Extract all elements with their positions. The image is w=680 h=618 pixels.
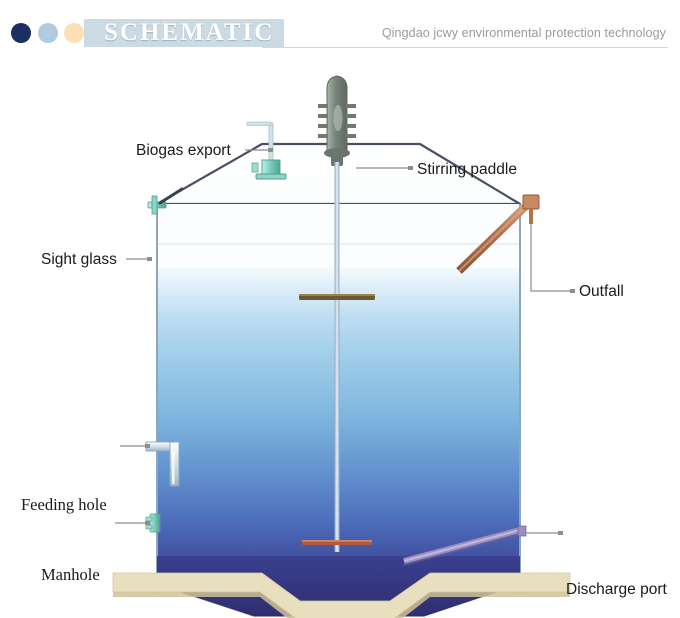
schematic-diagram: Biogas export Stirring paddle Sight glas… <box>0 56 680 618</box>
page-header: SCHEMATIC Qingdao jcwy environmental pro… <box>0 0 680 56</box>
sight-glass-fitting <box>147 187 184 215</box>
header-divider <box>262 47 668 48</box>
stirrer-blade-upper <box>299 294 375 300</box>
leader-lines <box>115 149 574 534</box>
stirring-paddle-motor <box>318 75 356 166</box>
base-platform <box>112 572 571 618</box>
label-biogas-export: Biogas export <box>136 142 231 159</box>
label-manhole: Manhole <box>41 565 100 584</box>
header-dot-navy <box>11 23 31 43</box>
label-stirring-paddle: Stirring paddle <box>417 161 517 178</box>
label-outfall: Outfall <box>579 283 624 300</box>
discharge-port-pipe <box>403 525 527 566</box>
label-feeding-hole: Feeding hole <box>21 495 107 514</box>
stirrer-blade-lower <box>302 540 372 545</box>
label-sight-glass: Sight glass <box>41 251 117 268</box>
feeding-hole-pipe <box>145 441 180 487</box>
outfall-pipe <box>456 194 540 274</box>
leader-outfall <box>530 224 574 292</box>
schematic-title-band <box>84 19 284 47</box>
leader-ticks <box>145 148 575 535</box>
stirrer-shaft <box>334 162 340 552</box>
page-title: SCHEMATIC <box>104 19 275 46</box>
header-dot-blue <box>38 23 58 43</box>
company-name: Qingdao jcwy environmental protection te… <box>381 26 666 40</box>
label-discharge-port: Discharge port <box>566 581 667 598</box>
header-dot-peach <box>64 23 84 43</box>
biogas-export-fitting <box>246 121 287 180</box>
manhole-fitting <box>145 513 161 533</box>
